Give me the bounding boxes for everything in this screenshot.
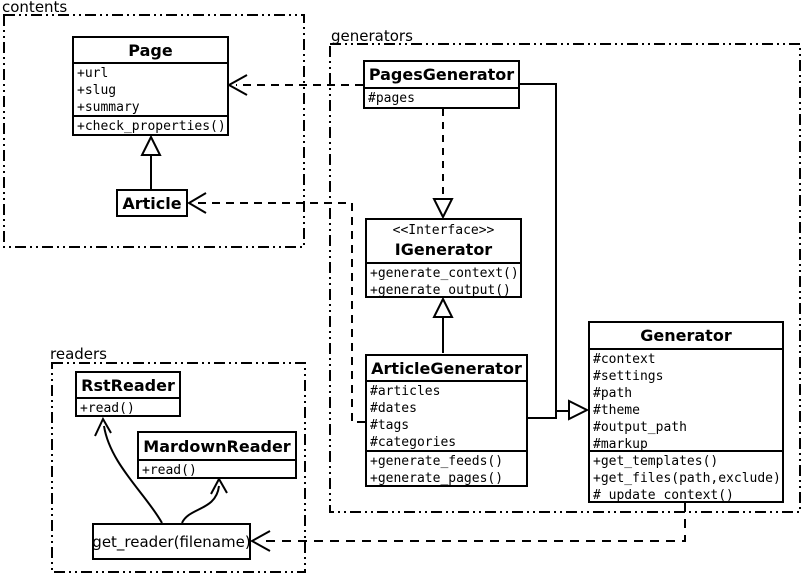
dependency-articlegenerator-to-article (187, 192, 365, 423)
generalization-articlegenerator-to-igenerator (432, 296, 454, 353)
attribute: #markup (593, 437, 648, 452)
package-label-contents: contents (2, 0, 68, 16)
attribute: #theme (593, 403, 640, 418)
class-igenerator-stereotype: <<Interface>> (392, 223, 495, 238)
method: +check_properties() (77, 119, 226, 134)
arrow-getreader-to-rstreader (94, 416, 163, 524)
inheritance-triangle-icon (568, 399, 590, 421)
attribute: +summary (77, 100, 140, 115)
open-arrowhead-icon (226, 74, 248, 96)
method: +generate_pages() (370, 471, 504, 486)
class-rstreader-methods: +read() (77, 399, 179, 418)
class-articlegenerator-attributes: #articles #dates #tags #categories (367, 382, 526, 452)
package-label-readers: readers (50, 345, 107, 363)
class-pagesgenerator: PagesGenerator #pages (363, 60, 520, 109)
attribute: #context (593, 352, 656, 367)
class-mardownreader-methods: +read() (139, 461, 295, 480)
class-igenerator: <<Interface>> IGenerator +generate_conte… (365, 218, 522, 298)
attribute: #dates (370, 401, 417, 416)
package-border-generators (329, 43, 801, 513)
arrow-getreader-to-mardownreader (181, 476, 228, 524)
inheritance-triangle-icon (432, 296, 454, 318)
attribute: #articles (370, 384, 441, 399)
generalization-generators-to-generator (520, 83, 590, 421)
function-get-reader: get_reader(filename) (92, 523, 251, 560)
attribute: #settings (593, 369, 664, 384)
attribute: #categories (370, 435, 457, 450)
method: +read() (80, 401, 135, 416)
class-article: Article (116, 189, 188, 217)
attribute: +slug (77, 83, 117, 98)
class-articlegenerator-name: ArticleGenerator (367, 356, 526, 382)
class-generator-name: Generator (590, 323, 782, 350)
attribute: #pages (368, 91, 415, 106)
class-generator-attributes: #context #settings #path #theme #output_… (590, 350, 782, 452)
realization-pagesgenerator-to-igenerator (432, 109, 454, 220)
attribute: +url (77, 66, 109, 81)
class-generator: Generator #context #settings #path #them… (588, 321, 784, 503)
package-border-readers (51, 362, 306, 573)
open-arrowhead-icon (94, 416, 112, 437)
realization-triangle-icon (432, 198, 454, 220)
class-mardownreader-name: MardownReader (139, 433, 295, 461)
class-igenerator-methods: +generate_context() +generate_output() (367, 264, 520, 300)
method: #_update_context() (593, 488, 734, 503)
method: +read() (142, 463, 197, 478)
class-article-name: Article (122, 193, 182, 213)
dependency-pagesgenerator-to-page (226, 74, 363, 96)
open-arrowhead-icon (187, 192, 207, 214)
class-pagesgenerator-name: PagesGenerator (365, 62, 518, 89)
class-page-attributes: +url +slug +summary (74, 64, 227, 117)
class-igenerator-header: <<Interface>> IGenerator (367, 220, 520, 264)
package-border-contents (3, 14, 305, 248)
inheritance-triangle-icon (140, 134, 162, 156)
class-igenerator-name: IGenerator (394, 240, 493, 259)
open-arrowhead-icon (210, 476, 228, 495)
class-pagesgenerator-attributes: #pages (365, 89, 518, 108)
attribute: #tags (370, 418, 410, 433)
attribute: #output_path (593, 420, 687, 435)
class-page-methods: +check_properties() (74, 117, 227, 136)
class-rstreader: RstReader +read() (75, 371, 181, 417)
method: +get_files(path,exclude) (593, 471, 781, 486)
class-rstreader-name: RstReader (77, 373, 179, 399)
class-articlegenerator: ArticleGenerator #articles #dates #tags … (365, 354, 528, 487)
generalization-article-to-page (140, 134, 162, 189)
dependency-generator-to-getreader (249, 503, 686, 552)
class-page-name: Page (74, 38, 227, 64)
class-generator-methods: +get_templates() +get_files(path,exclude… (590, 452, 782, 505)
attribute: #path (593, 386, 633, 401)
package-label-generators: generators (331, 27, 413, 45)
open-arrowhead-icon (249, 530, 271, 552)
method: +generate_output() (370, 283, 511, 298)
method: +generate_feeds() (370, 454, 504, 469)
method: +generate_context() (370, 266, 519, 281)
class-mardownreader: MardownReader +read() (137, 431, 297, 479)
method: +get_templates() (593, 454, 719, 469)
class-articlegenerator-methods: +generate_feeds() +generate_pages() (367, 452, 526, 488)
class-page: Page +url +slug +summary +check_properti… (72, 36, 229, 136)
function-get-reader-label: get_reader(filename) (92, 532, 251, 551)
